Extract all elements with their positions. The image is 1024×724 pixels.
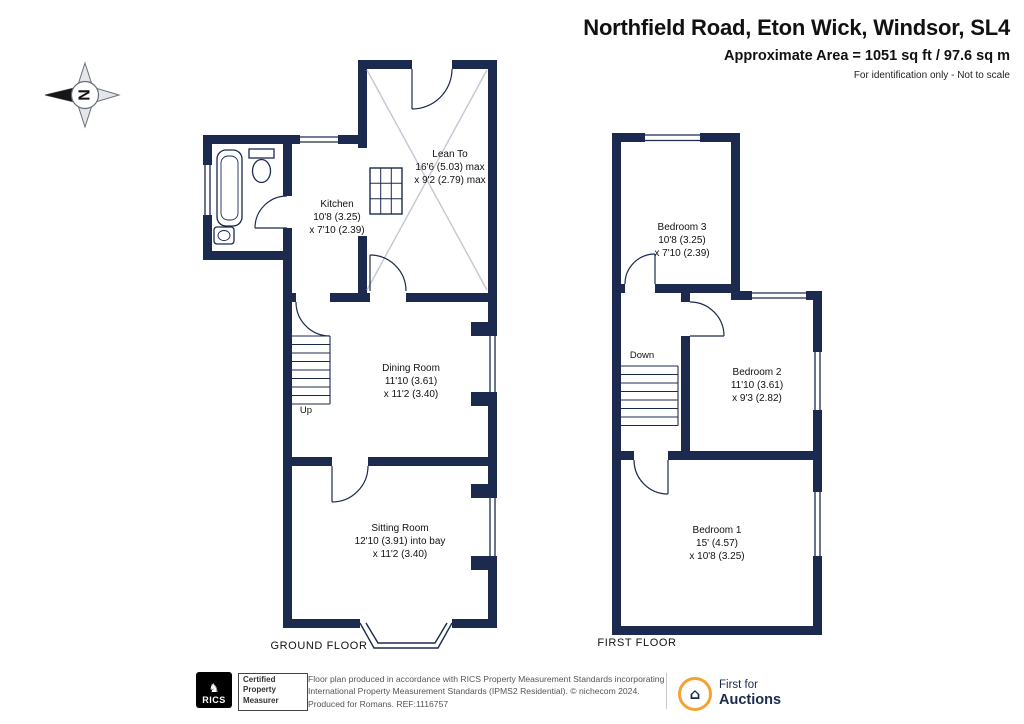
toilet-icon [251,158,272,184]
room-dim: 16'6 (5.03) max [415,162,485,174]
certified-measurer-badge: Certified Property Measurer [238,673,308,711]
stairs-up-label: Up [299,405,313,416]
room-name: Dining Room [382,363,440,374]
room-dim: 11'10 (3.61) [384,376,438,388]
page-title: Northfield Road, Eton Wick, Windsor, SL4 [583,15,1010,40]
house-icon: ⌂ [689,684,701,703]
auctions-line-2: Auctions [719,691,782,708]
auctions-circle-icon: ⌂ [678,677,712,711]
room-dim: x 9'2 (2.79) max [414,175,486,187]
room-dim: x 9'3 (2.82) [732,393,782,405]
cooker-icon [369,167,403,215]
first-floor-plan [612,133,822,635]
ground-floor-label: GROUND FLOOR [270,640,368,652]
room-dim: x 10'8 (3.25) [689,551,745,563]
stairs-down-label: Down [629,350,655,361]
certified-line: Measurer [243,695,279,705]
stairs-ground [292,335,331,405]
first-floor-label: FIRST FLOOR [597,637,677,649]
first-door-arcs [624,253,725,495]
rics-logo: ♞ RICS [196,672,232,708]
lean-to-hatch [366,69,488,291]
room-dim: 10'8 (3.25) [313,212,361,224]
disclaimer-line-3: Produced for Romans. REF:1116757 [308,698,449,709]
room-name: Bedroom 1 [692,525,742,536]
approximate-area: Approximate Area = 1051 sq ft / 97.6 sq … [724,48,1010,64]
room-label-bedroom-2: Bedroom 2 11'10 (3.61) x 9'3 (2.82) [692,366,822,406]
compass-icon: N [44,61,121,129]
stairs-first [621,365,679,427]
room-label-lean-to: Lean To 16'6 (5.03) max x 9'2 (2.79) max [382,148,518,188]
disclaimer-text: Floor plan produced in accordance with R… [308,673,664,710]
bathroom-fixtures [213,148,275,245]
room-label-bedroom-1: Bedroom 1 15' (4.57) x 10'8 (3.25) [652,524,782,564]
room-label-sitting-room: Sitting Room 12'10 (3.91) into bay x 11'… [335,522,465,562]
room-label-kitchen: Kitchen 10'8 (3.25) x 7'10 (2.39) [272,198,402,238]
room-dim: x 7'10 (2.39) [309,225,365,237]
first-walls [612,133,822,635]
room-name: Bedroom 2 [732,367,782,378]
compass-letter: N [77,89,94,101]
room-dim: 12'10 (3.91) into bay [354,536,446,548]
room-dim: 10'8 (3.25) [658,235,706,247]
room-name: Bedroom 3 [657,222,707,233]
ground-door-arcs [254,68,453,503]
room-name: Kitchen [320,199,354,210]
rics-lion-icon: ♞ [208,681,220,695]
auctions-line-1: First for [719,679,758,692]
room-dim: 15' (4.57) [696,538,738,550]
certified-line: Certified [243,675,276,684]
room-label-bedroom-3: Bedroom 3 10'8 (3.25) x 7'10 (2.39) [617,221,747,261]
certified-line: Property [243,685,276,695]
ground-windows [204,136,496,556]
footer-divider [666,673,667,709]
room-dim: x 7'10 (2.39) [654,248,710,260]
disclaimer-line-2: International Property Measurement Stand… [308,686,640,697]
room-dim: x 11'2 (3.40) [383,389,439,401]
room-dim: x 11'2 (3.40) [372,549,428,561]
disclaimer-line-1: Floor plan produced in accordance with R… [308,674,665,684]
ground-walls [203,60,497,628]
room-dim: 11'10 (3.61) [730,380,784,392]
rics-logo-text: RICS [202,695,226,705]
room-name: Sitting Room [371,523,429,534]
first-windows [645,134,821,556]
ground-floor-plan [203,60,497,649]
bay-window [359,622,453,649]
identification-note: For identification only - Not to scale [853,70,1010,81]
room-label-dining-room: Dining Room 11'10 (3.61) x 11'2 (3.40) [346,362,476,402]
toilet-cistern-icon [248,148,275,159]
first-for-auctions-logo: ⌂ First for Auctions [678,677,781,711]
room-name: Lean To [432,149,468,160]
auctions-wordmark: First for Auctions [719,679,781,708]
